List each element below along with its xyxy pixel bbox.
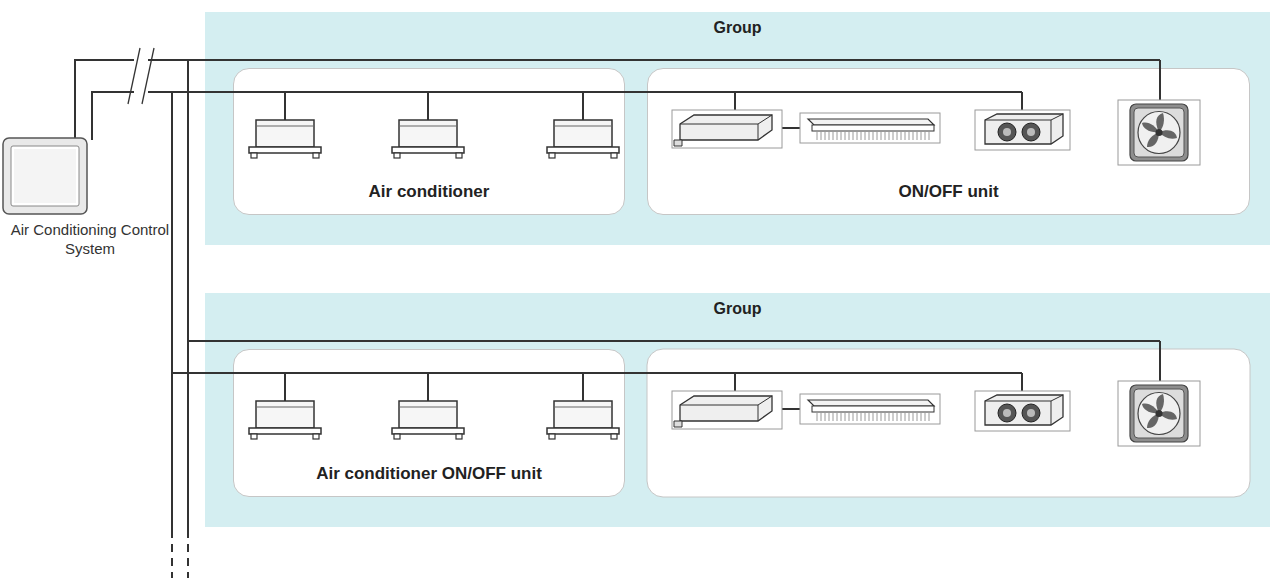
group-title: Group [714,300,762,318]
controller-icon [3,138,87,214]
panel-label: ON/OFF unit [898,182,998,202]
break-mark [128,48,154,104]
panel-label: Air conditioner ON/OFF unit [316,464,542,484]
device-group [249,341,1200,446]
device-group [249,60,1200,165]
group-title: Group [714,19,762,37]
panel-label: Air conditioner [369,182,490,202]
controller-label: Air Conditioning Control System [0,220,180,274]
device-label: Air Conditioning Control System [2,220,178,258]
